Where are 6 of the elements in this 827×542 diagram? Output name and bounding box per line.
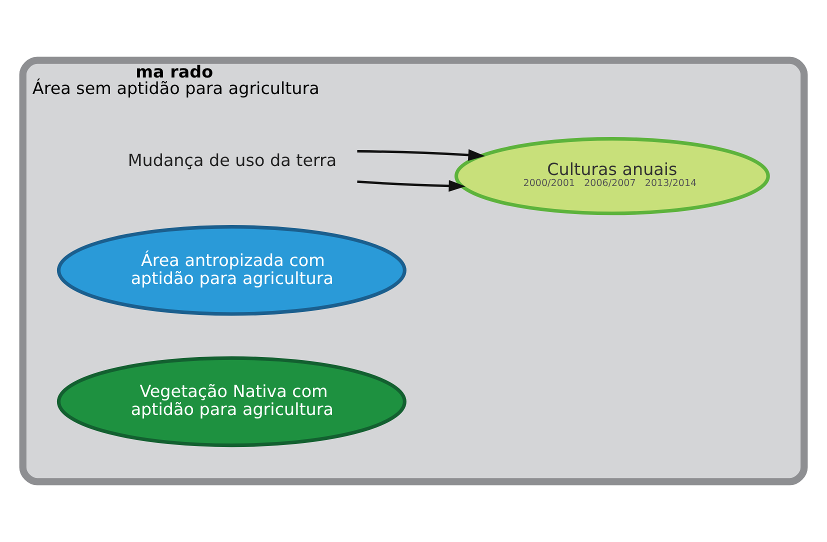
arrow [357,149,485,161]
node-ellipse: Área antropizada com aptidão para agricultura [56,225,406,316]
arrow [357,180,466,192]
node-ellipse: Culturas anuais 2000/2001 2006/2007 2013/2014 [454,137,770,216]
node-ellipse: Vegetação Nativa com aptidão para agricultura [56,356,406,448]
node-text: Mudança de uso da terra [128,150,337,170]
